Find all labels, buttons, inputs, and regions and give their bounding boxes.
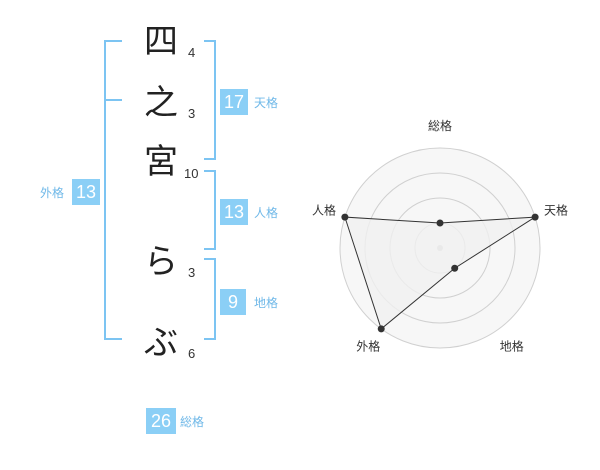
stroke-count-1: 4: [188, 45, 196, 60]
soukaku-label: 総格: [180, 415, 205, 429]
radar-ring: [389, 197, 491, 299]
gaikaku-label: 外格: [40, 186, 65, 200]
name-char-3: 宮: [144, 142, 178, 182]
radar-ring: [414, 222, 466, 274]
tenkaku-bracket-bottom: [204, 158, 216, 160]
radar-point-3: [451, 264, 459, 272]
jinkaku-bracket-top: [204, 170, 216, 172]
stroke-count-5: 6: [188, 346, 196, 361]
stroke-count-3: 10: [184, 166, 199, 181]
chikaku-label: 地格: [254, 296, 279, 310]
radar-axis-label-3: 地格: [500, 339, 524, 354]
chikaku-bracket-top: [204, 258, 216, 260]
name-char-2: 之: [144, 83, 178, 123]
chikaku-bracket-bottom: [204, 338, 216, 340]
name-char-5: ぶ: [144, 323, 178, 363]
radar-center-dot: [437, 245, 443, 251]
tenkaku-value: 17: [220, 89, 248, 115]
stroke-count-2: 3: [188, 106, 196, 121]
soukaku-value: 26: [146, 408, 176, 434]
gaikaku-bracket-bottom: [104, 338, 122, 340]
radar-data-points: [341, 213, 539, 333]
gaikaku-bracket-vertical: [104, 40, 106, 340]
radar-point-5: [341, 213, 349, 221]
jinkaku-value: 13: [220, 199, 248, 225]
tenkaku-bracket-top: [204, 40, 216, 42]
radar-ring: [364, 172, 516, 324]
chikaku-bracket-vertical: [214, 258, 216, 340]
gaikaku-bracket-top: [104, 40, 122, 42]
radar-point-4: [377, 325, 385, 333]
jinkaku-label: 人格: [254, 206, 279, 220]
radar-ring: [339, 147, 541, 349]
jinkaku-bracket-bottom: [204, 248, 216, 250]
gaikaku-bracket-mid: [104, 99, 122, 101]
radar-axis-label-2: 天格: [544, 202, 568, 217]
radar-grid: [339, 147, 541, 349]
radar-point-2: [531, 213, 539, 221]
tenkaku-label: 天格: [254, 96, 279, 110]
radar-axis-label-4: 外格: [356, 339, 380, 354]
radar-data-polygon: [344, 216, 536, 330]
gaikaku-value: 13: [72, 179, 100, 205]
radar-axis-label-5: 人格: [312, 202, 336, 217]
tenkaku-bracket-vertical: [214, 40, 216, 160]
radar-point-1: [436, 219, 444, 227]
chikaku-value: 9: [220, 289, 246, 315]
name-char-1: 四: [144, 22, 178, 62]
stroke-count-4: 3: [188, 265, 196, 280]
jinkaku-bracket-vertical: [214, 170, 216, 250]
name-char-4: ら: [144, 242, 178, 282]
radar-axis-label-1: 総格: [428, 118, 452, 133]
